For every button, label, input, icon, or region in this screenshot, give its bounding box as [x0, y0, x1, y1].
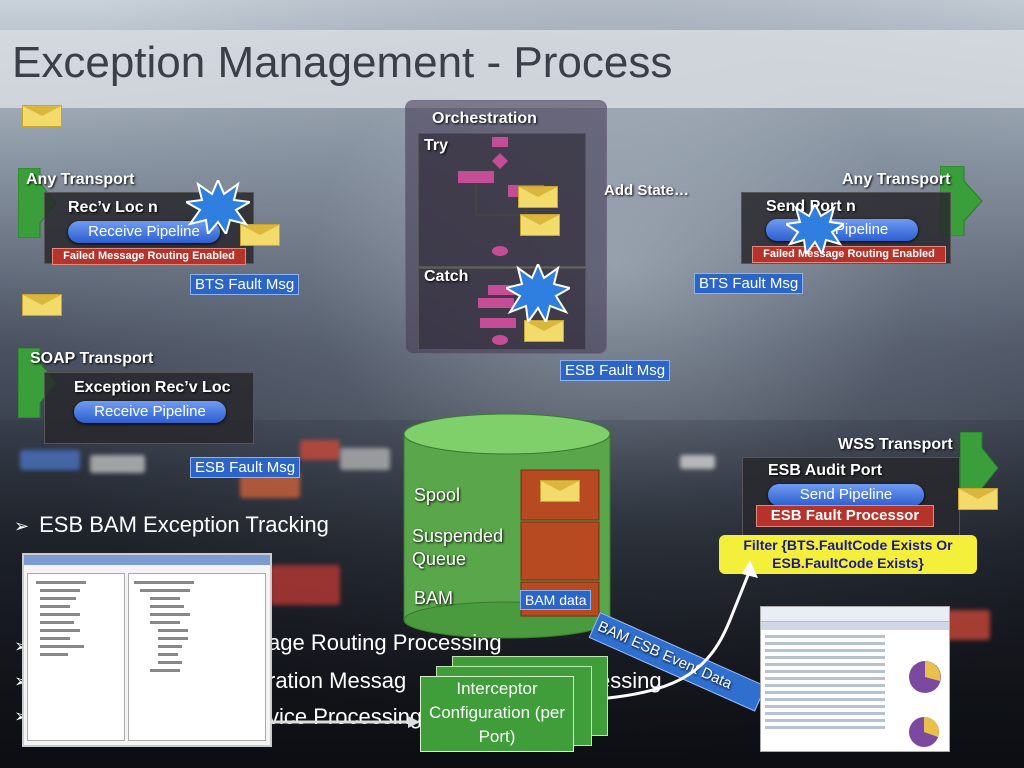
bg-key [90, 455, 145, 473]
connector-arrow-to-interceptor [270, 716, 420, 728]
message-envelope-icon [240, 224, 280, 246]
center-esb-fault-msg: ESB Fault Msg [560, 360, 671, 381]
interceptor-configuration-box: Interceptor Configuration (per Port) [420, 676, 574, 752]
bullet-text: ration Messag [268, 668, 407, 693]
message-envelope-icon [22, 294, 62, 316]
bullet-orchestration: ration Messag [268, 668, 406, 694]
fault-filter-callout: Filter {BTS.FaultCode Exists Or ESB.Faul… [719, 535, 977, 574]
esb-management-portal-screenshot [760, 606, 950, 752]
message-envelope-icon [540, 480, 580, 502]
right-bts-fault-msg: BTS Fault Msg [694, 273, 804, 294]
portal-pie-chart-icon [909, 661, 941, 693]
portal-header [761, 607, 949, 622]
message-box-database-icon [403, 413, 611, 639]
bullet-text: vice Processing [268, 704, 423, 729]
green-transport-arrow-icon [960, 432, 999, 504]
soap-receive-pipeline: Receive Pipeline [74, 401, 226, 423]
bullet-bam-tracking: ➢ ESB BAM Exception Tracking [14, 512, 329, 538]
bg-key [340, 448, 390, 470]
orchestration-title: Orchestration [432, 110, 537, 127]
wss-send-pipeline: Send Pipeline [768, 484, 924, 506]
message-envelope-icon [518, 186, 558, 208]
error-burst-icon [506, 264, 570, 322]
wss-transport-label: WSS Transport [838, 436, 953, 453]
esb-audit-port-label: ESB Audit Port [768, 462, 883, 479]
left-receive-pipeline: Receive Pipeline [68, 221, 220, 243]
try-label: Try [424, 137, 449, 154]
error-burst-icon [786, 204, 844, 254]
error-burst-icon [186, 180, 250, 234]
bullet-arrow-icon: ➢ [14, 516, 30, 536]
left-transport-label: Any Transport [26, 171, 135, 188]
right-transport-label: Any Transport [842, 171, 951, 188]
bullet-routing: age Routing Processing [268, 630, 502, 656]
portal-pie-chart-icon [909, 717, 939, 747]
slide-title: Exception Management - Process [12, 38, 673, 87]
editor-schema-pane [128, 573, 266, 741]
bg-key [300, 440, 340, 460]
add-state-label: Add State… [604, 182, 690, 199]
bg-key [270, 565, 340, 605]
portal-toolbar [761, 622, 949, 630]
bullet-text: age Routing Processing [268, 630, 502, 655]
soap-esb-fault-msg: ESB Fault Msg [190, 457, 301, 478]
title-bar [0, 30, 1024, 108]
left-bts-fault-msg: BTS Fault Msg [190, 274, 300, 295]
esb-fault-processor: ESB Fault Processor [756, 505, 934, 527]
suspended-queue-label: Suspended Queue [412, 526, 504, 569]
soap-exception-location-label: Exception Rec’v Loc [74, 379, 231, 396]
editor-tree-pane [27, 573, 125, 741]
portal-grid-lines [765, 635, 885, 729]
bullet-text: ESB BAM Exception Tracking [39, 512, 329, 537]
connector-curve-arrow [607, 560, 758, 700]
bam-label: BAM [414, 588, 454, 608]
message-envelope-icon [520, 214, 560, 236]
left-receive-location-label: Rec’v Loc n [68, 199, 158, 216]
right-failed-routing-bar: Failed Message Routing Enabled [752, 246, 946, 263]
bullet-service: vice Processing [268, 704, 422, 730]
editor-titlebar [24, 555, 270, 565]
tracking-profile-editor-screenshot [22, 553, 272, 747]
bg-key [20, 450, 80, 470]
soap-transport-label: SOAP Transport [30, 350, 154, 367]
catch-label: Catch [424, 268, 469, 285]
bg-key [680, 455, 715, 469]
message-envelope-icon [524, 320, 564, 342]
editor-tree-lines [36, 581, 194, 672]
left-failed-routing-bar: Failed Message Routing Enabled [52, 248, 246, 265]
spool-label: Spool [414, 485, 461, 505]
bam-data-label: BAM data [520, 590, 592, 610]
message-envelope-icon [958, 488, 998, 510]
message-envelope-icon [22, 105, 62, 127]
